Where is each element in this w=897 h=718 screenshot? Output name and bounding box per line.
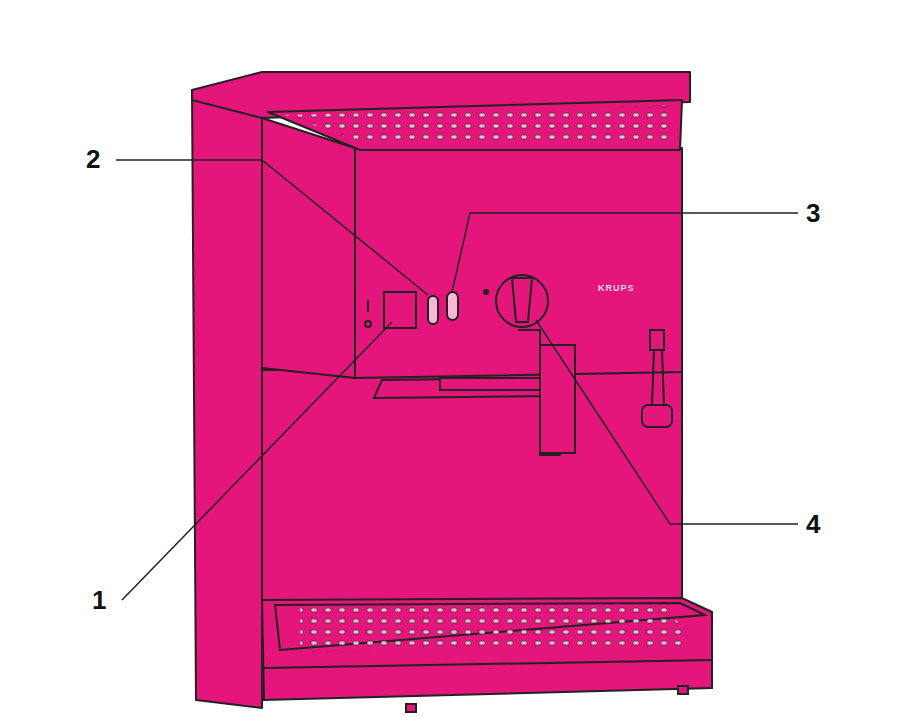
brand-name: KRUPS	[598, 284, 635, 293]
callout-number: 1	[92, 587, 106, 613]
callout-number: 4	[806, 511, 820, 537]
callout-number: 2	[86, 146, 100, 172]
callout-number: 3	[806, 200, 820, 226]
leader-lines	[116, 160, 798, 600]
